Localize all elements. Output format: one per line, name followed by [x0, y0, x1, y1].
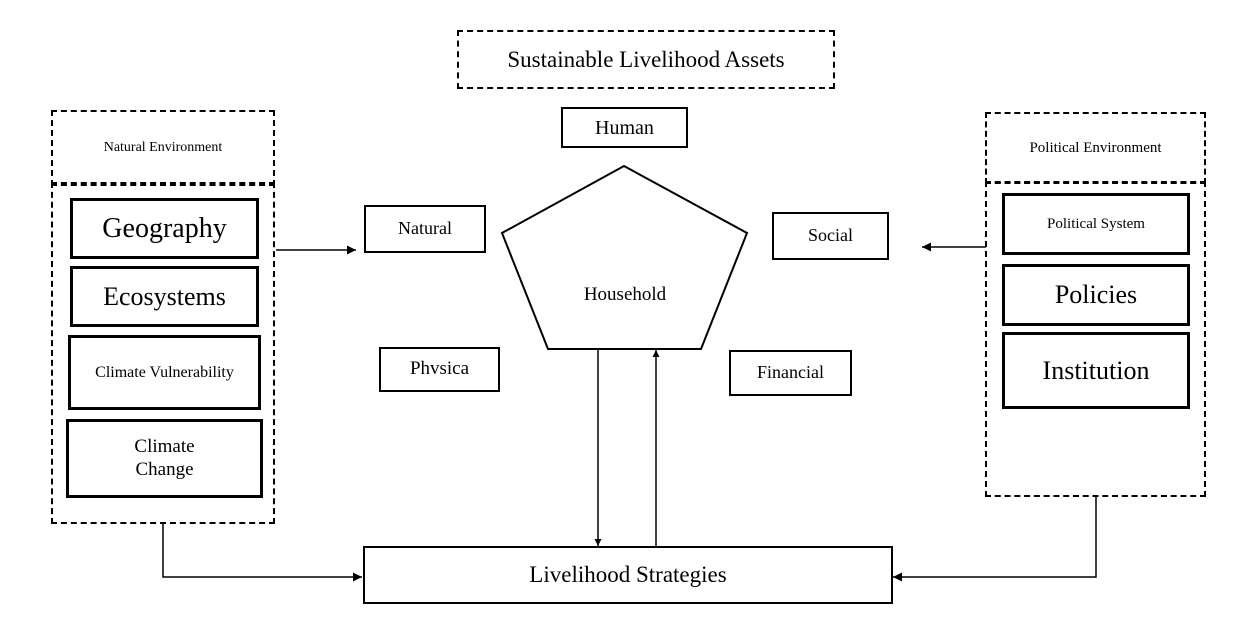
natural-environment-header: Natural Environment: [51, 110, 275, 186]
natural-environment-panel: [51, 182, 275, 524]
political-item-policies: Policies: [1002, 264, 1190, 326]
asset-financial: Financial: [729, 350, 852, 396]
asset-social-label: Social: [808, 225, 853, 246]
political-item-institution: Institution: [1002, 332, 1190, 409]
political-item-policies-label: Policies: [1054, 280, 1138, 310]
political-environment-panel: [985, 181, 1206, 497]
natural-item-ecosystems-label: Ecosystems: [103, 281, 226, 311]
natural-environment-title: Natural Environment: [103, 139, 223, 155]
asset-human-label: Human: [595, 116, 654, 139]
political-item-institution-label: Institution: [1042, 355, 1150, 385]
political-item-system-label: Political System: [1047, 216, 1145, 232]
natural-item-climate-vulnerability-label: Climate Vulnerability: [95, 363, 234, 381]
natural-item-geography-label: Geography: [102, 212, 227, 244]
arrow-political-env-to-strategies: [893, 497, 1097, 582]
asset-financial-label: Financial: [757, 362, 824, 383]
natural-item-climate-change: Climate Change: [66, 419, 263, 498]
natural-item-climate-vulnerability: Climate Vulnerability: [68, 335, 261, 410]
political-item-system: Political System: [1002, 193, 1190, 255]
asset-human: Human: [561, 107, 688, 148]
natural-item-ecosystems: Ecosystems: [70, 266, 259, 327]
natural-item-climate-change-label: Climate Change: [134, 435, 195, 480]
asset-social: Social: [772, 212, 889, 260]
diagram-title: Sustainable Livelihood Assets: [457, 30, 835, 89]
natural-item-geography: Geography: [70, 198, 259, 259]
asset-natural: Natural: [364, 205, 486, 253]
political-environment-title: Political Environment: [1029, 140, 1162, 156]
livelihood-strategies-box: Livelihood Strategies: [363, 546, 893, 604]
arrow-natural-env-to-strategies: [162, 524, 362, 582]
household-pentagon: [500, 164, 749, 350]
livelihood-strategies-label: Livelihood Strategies: [529, 562, 727, 588]
asset-natural-label: Natural: [398, 218, 452, 239]
political-environment-header: Political Environment: [985, 112, 1206, 184]
asset-physical-label: Phvsica: [409, 358, 470, 380]
asset-physical: Phvsica: [379, 347, 500, 392]
diagram-title-text: Sustainable Livelihood Assets: [507, 46, 785, 72]
household-label: Household: [583, 284, 667, 306]
